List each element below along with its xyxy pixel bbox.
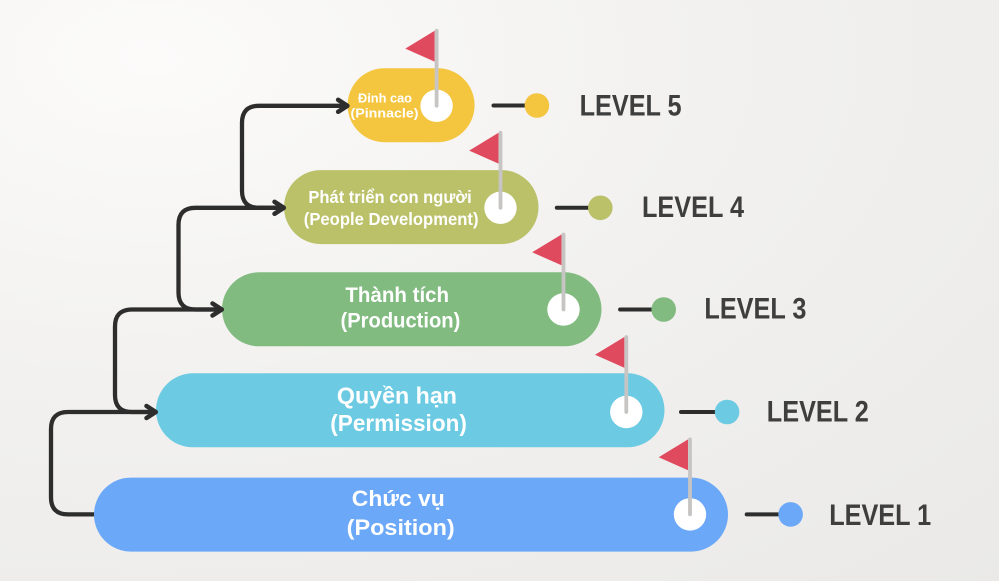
svg-text:(Position): (Position): [347, 515, 455, 540]
svg-text:LEVEL 1: LEVEL 1: [829, 499, 931, 532]
svg-text:Quyền hạn: Quyền hạn: [337, 383, 457, 409]
svg-text:LEVEL 5: LEVEL 5: [580, 90, 682, 123]
svg-text:LEVEL 4: LEVEL 4: [642, 191, 744, 224]
svg-text:Phát triển con người: Phát triển con người: [308, 187, 471, 207]
svg-text:(Pinnacle): (Pinnacle): [351, 106, 419, 121]
svg-text:LEVEL 3: LEVEL 3: [704, 292, 806, 325]
svg-text:Chức vụ: Chức vụ: [352, 486, 445, 511]
svg-text:Đỉnh cao: Đỉnh cao: [358, 91, 412, 106]
svg-text:(Permission): (Permission): [330, 410, 467, 436]
svg-text:(People Development): (People Development): [304, 209, 479, 229]
svg-text:Thành tích: Thành tích: [345, 284, 449, 307]
svg-text:LEVEL 2: LEVEL 2: [767, 396, 869, 429]
svg-text:(Production): (Production): [341, 309, 461, 332]
